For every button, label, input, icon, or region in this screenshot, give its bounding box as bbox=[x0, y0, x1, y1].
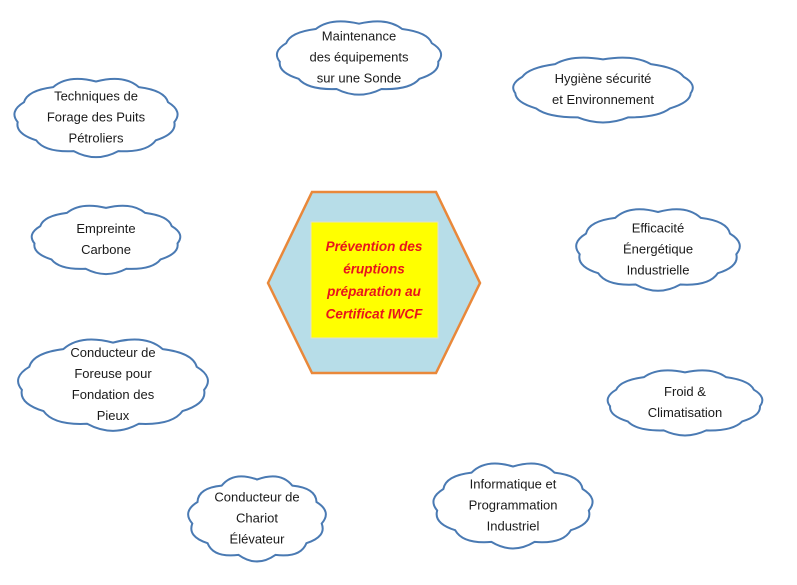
cloud-conducteur-foreuse-line: Fondation des bbox=[72, 387, 155, 402]
cloud-hygiene-line: Hygiène sécurité bbox=[555, 71, 652, 86]
cloud-informatique-line: Industriel bbox=[487, 519, 540, 534]
clouds-layer: Maintenance des équipements sur une SondeT… bbox=[13, 20, 764, 563]
cloud-conducteur-foreuse-line: Pieux bbox=[97, 408, 130, 423]
cloud-conducteur-foreuse-shape bbox=[17, 338, 209, 432]
cloud-empreinte-line: Carbone bbox=[81, 242, 131, 257]
center-title-line: Certificat IWCF bbox=[326, 306, 424, 321]
cloud-conducteur-foreuse-line: Conducteur de bbox=[70, 345, 155, 360]
cloud-froid: Froid & Climatisation bbox=[606, 369, 764, 437]
cloud-froid-label: Froid & Climatisation bbox=[648, 384, 722, 420]
cloud-informatique-line: Programmation bbox=[469, 498, 558, 513]
cloud-informatique-line: Informatique et bbox=[470, 477, 557, 492]
cloud-conducteur-chariot-line: Conducteur de bbox=[214, 490, 299, 505]
cloud-forage-line: Techniques de bbox=[54, 89, 138, 104]
cloud-froid-shape bbox=[606, 369, 764, 437]
cloud-maintenance: Maintenance des équipements sur une Sonde bbox=[275, 20, 443, 96]
cloud-hygiene-line: et Environnement bbox=[552, 92, 654, 107]
cloud-conducteur-chariot-line: Chariot bbox=[236, 511, 278, 526]
cloud-forage-shape bbox=[13, 77, 179, 159]
center-hub: Prévention des éruptions préparation au Cer… bbox=[266, 190, 482, 375]
cloud-efficacite-line: Énergétique bbox=[623, 242, 693, 257]
cloud-maintenance-shape bbox=[275, 20, 443, 96]
cloud-maintenance-label: Maintenance des équipements sur une Sonde bbox=[309, 29, 409, 86]
cloud-maintenance-line: Maintenance bbox=[322, 29, 396, 44]
center-title: Prévention des éruptions préparation au Cer… bbox=[326, 239, 424, 321]
cloud-hygiene-shape bbox=[512, 56, 694, 124]
cloud-efficacite-shape bbox=[575, 208, 741, 292]
cloud-efficacite-line: Efficacité bbox=[632, 221, 685, 236]
center-title-line: préparation au bbox=[326, 284, 422, 299]
cloud-empreinte-shape bbox=[30, 204, 182, 276]
cloud-conducteur-chariot-line: Élévateur bbox=[230, 532, 286, 547]
cloud-maintenance-line: des équipements bbox=[309, 50, 409, 65]
cloud-froid-line: Froid & bbox=[664, 384, 706, 399]
center-title-line: Prévention des bbox=[326, 239, 423, 254]
cloud-hygiene: Hygiène sécurité et Environnement bbox=[512, 56, 694, 124]
cloud-informatique-shape bbox=[432, 462, 594, 550]
cloud-forage-line: Forage des Puits bbox=[47, 110, 146, 125]
center-title-line: éruptions bbox=[343, 261, 405, 276]
cloud-forage-line: Pétroliers bbox=[69, 131, 124, 146]
cloud-hygiene-label: Hygiène sécurité et Environnement bbox=[552, 71, 654, 107]
cloud-froid-line: Climatisation bbox=[648, 405, 722, 420]
cloud-conducteur-chariot-shape bbox=[187, 475, 327, 563]
center-highlight-box bbox=[310, 221, 439, 339]
cloud-efficacite-line: Industrielle bbox=[627, 263, 690, 278]
cloud-conducteur-foreuse-line: Foreuse pour bbox=[74, 366, 152, 381]
cloud-maintenance-line: sur une Sonde bbox=[317, 71, 402, 86]
cloud-empreinte-line: Empreinte bbox=[76, 221, 135, 236]
